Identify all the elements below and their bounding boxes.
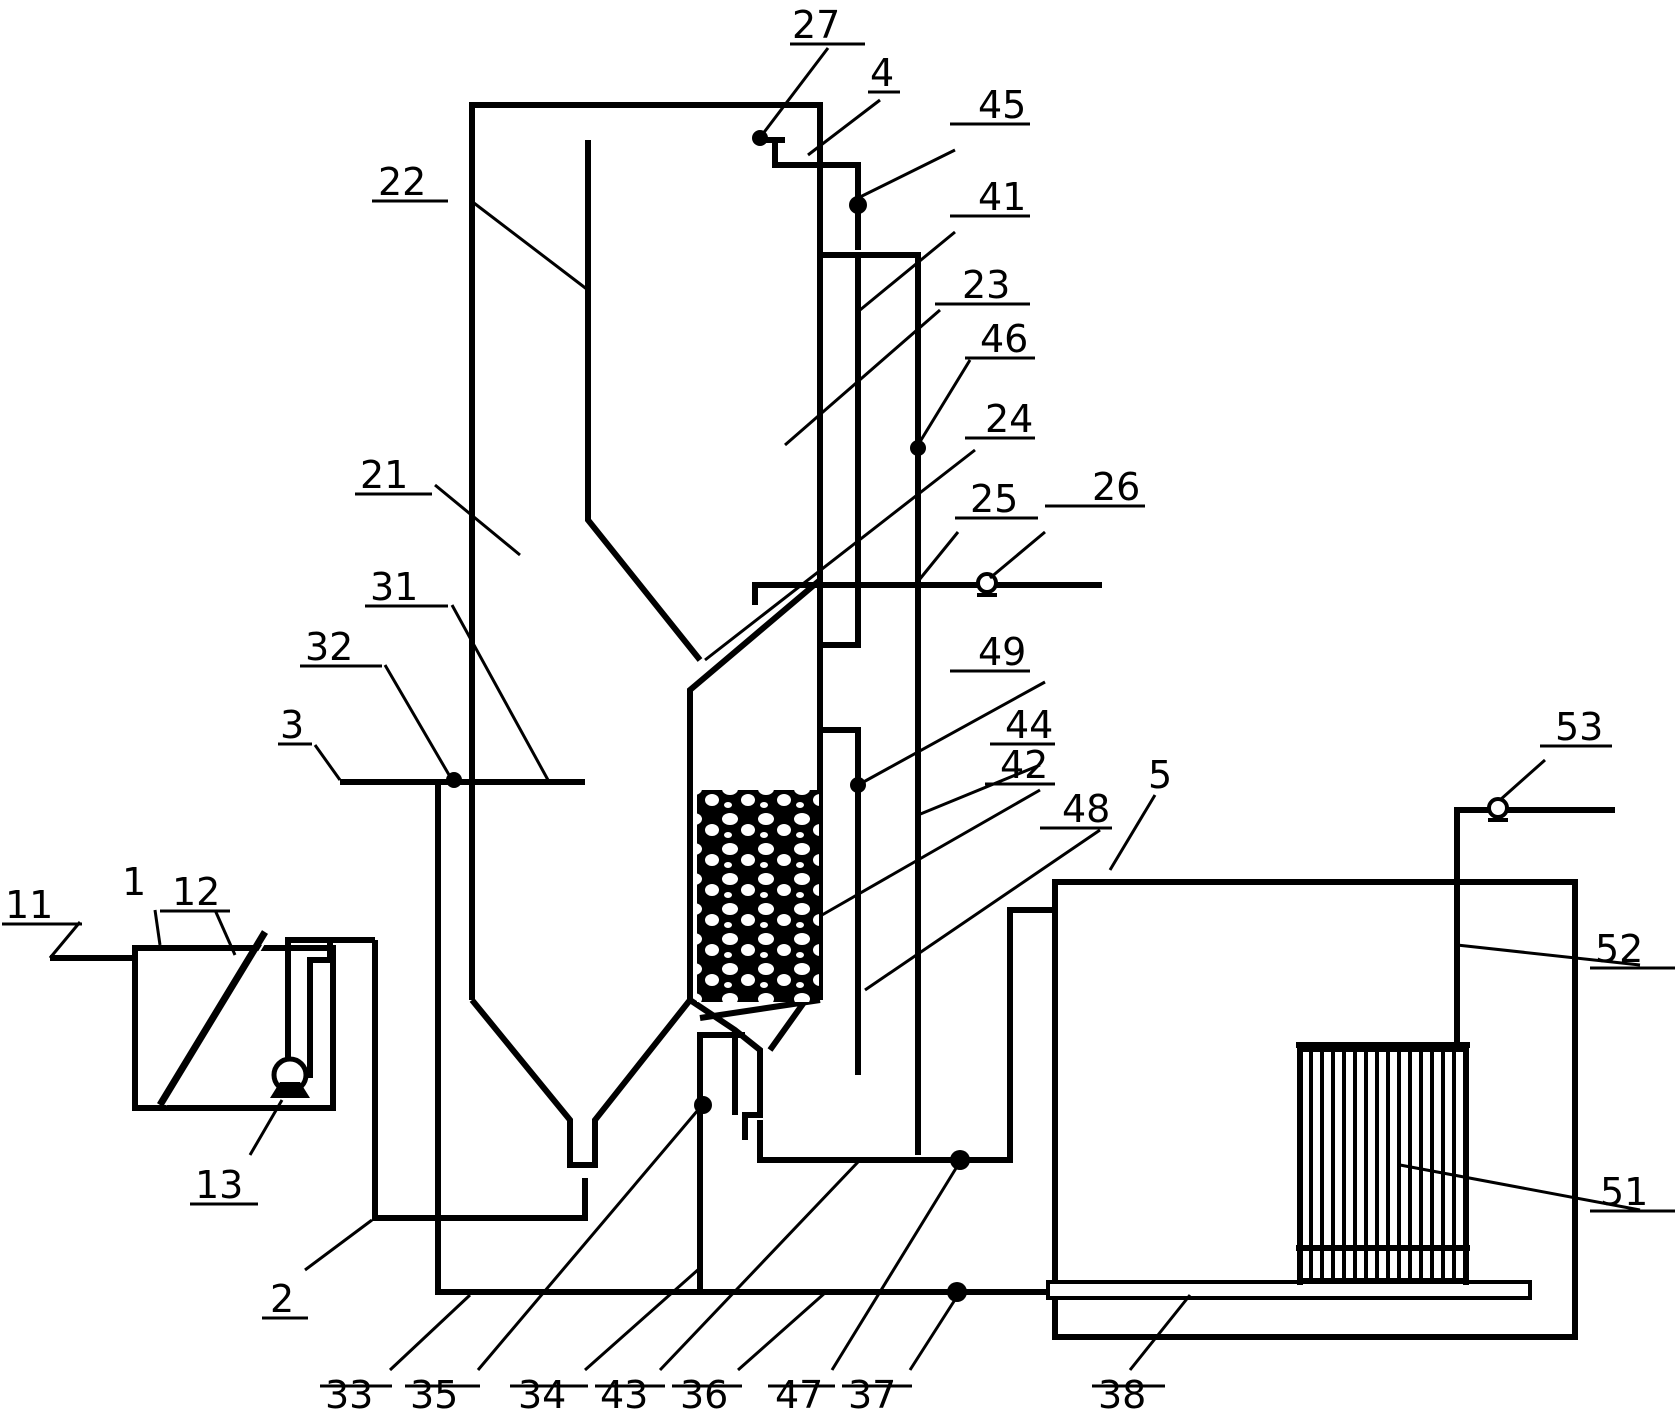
label-2: 2	[270, 1277, 294, 1321]
label-12: 12	[172, 870, 220, 914]
valve-53-icon	[1487, 797, 1509, 822]
label-42: 42	[1000, 743, 1048, 787]
valve-45-icon	[849, 196, 867, 214]
labels: 27 4 45 41 23 46 24 25 26 22 21 31 32 3 …	[2, 3, 1675, 1417]
label-1: 1	[122, 860, 146, 904]
label-49: 49	[978, 630, 1026, 674]
permeate-pipe	[1454, 807, 1615, 1048]
label-4: 4	[870, 51, 894, 95]
label-11: 11	[5, 883, 53, 927]
label-43: 43	[600, 1373, 648, 1417]
pump-icon	[270, 1056, 310, 1098]
valve-46-icon	[910, 440, 926, 456]
raw-water-tank	[50, 930, 375, 1111]
valve-26-icon	[976, 572, 998, 597]
label-47: 47	[775, 1373, 823, 1417]
label-34: 34	[518, 1373, 566, 1417]
feed-pipe	[372, 940, 588, 1221]
label-46: 46	[980, 317, 1028, 361]
baffle-plate	[585, 140, 703, 662]
label-21: 21	[360, 453, 408, 497]
label-25: 25	[970, 477, 1018, 521]
membrane-module	[1296, 1042, 1470, 1285]
label-22: 22	[378, 160, 426, 204]
label-52: 52	[1595, 927, 1643, 971]
label-33: 33	[325, 1373, 373, 1417]
label-38: 38	[1098, 1373, 1146, 1417]
label-51: 51	[1600, 1170, 1648, 1214]
label-35: 35	[410, 1373, 458, 1417]
label-5: 5	[1148, 753, 1172, 797]
filter-media-bed	[697, 790, 819, 1002]
label-23: 23	[962, 263, 1010, 307]
valve-37-icon	[947, 1282, 967, 1302]
label-27: 27	[792, 3, 840, 47]
valve-47-icon	[950, 1150, 970, 1170]
label-48: 48	[1062, 787, 1110, 831]
aerator	[1046, 1280, 1532, 1300]
gas-outlet	[760, 137, 861, 250]
label-32: 32	[305, 625, 353, 669]
label-31: 31	[370, 565, 418, 609]
valve-35-icon	[694, 1096, 712, 1114]
label-53: 53	[1555, 705, 1603, 749]
label-45: 45	[978, 83, 1026, 127]
label-36: 36	[680, 1373, 728, 1417]
side-pipe-system	[757, 252, 1055, 1163]
leader-lines	[48, 47, 1641, 1372]
label-3: 3	[280, 703, 304, 747]
reactor-body	[469, 102, 823, 1168]
label-44: 44	[1005, 703, 1053, 747]
label-13: 13	[195, 1163, 243, 1207]
label-41: 41	[978, 175, 1026, 219]
label-24: 24	[985, 397, 1033, 441]
overflow-pipe	[752, 582, 1102, 605]
membrane-tank	[1052, 879, 1578, 1340]
label-37: 37	[848, 1373, 896, 1417]
label-26: 26	[1092, 465, 1140, 509]
